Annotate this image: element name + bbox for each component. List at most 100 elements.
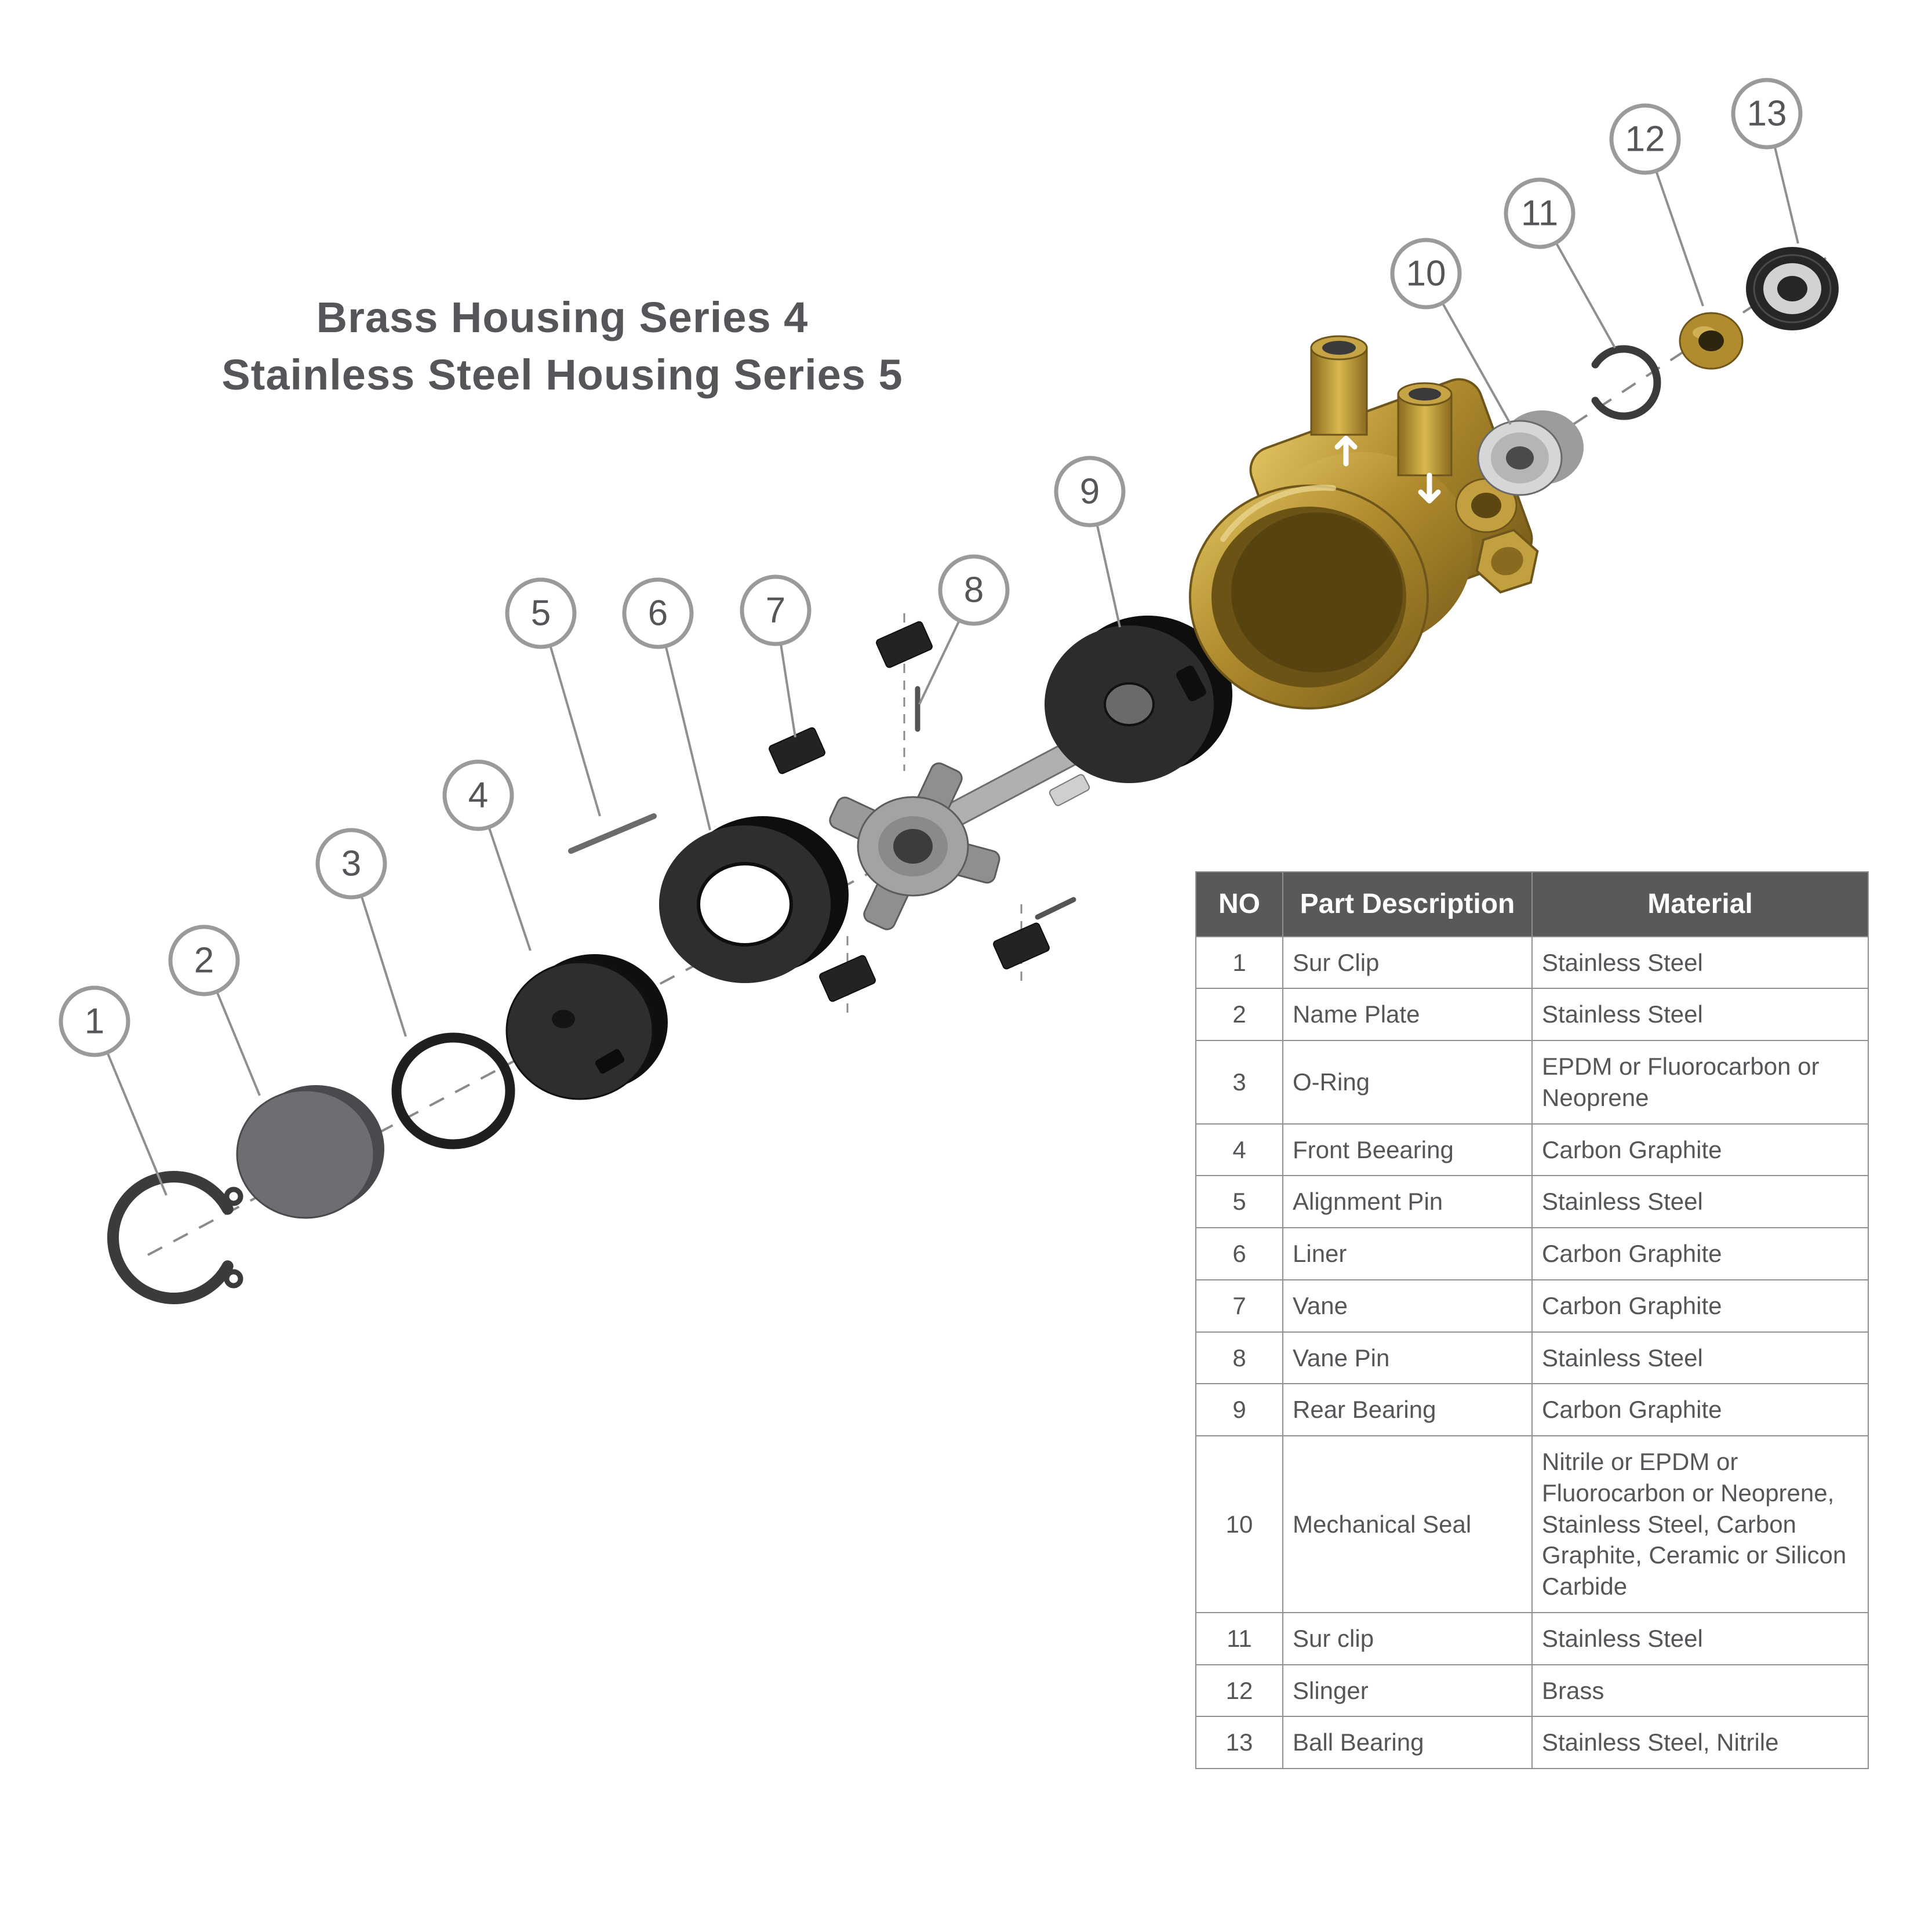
part-material: Carbon Graphite	[1531, 1227, 1869, 1280]
callout-circle	[1054, 456, 1126, 527]
callout-number: 5	[531, 594, 551, 634]
callout-circle	[622, 577, 694, 649]
callout-leader-line	[657, 613, 711, 831]
callout-number: 12	[1625, 119, 1665, 159]
title-line-1: Brass Housing Series 4	[316, 293, 809, 341]
part-description: O-Ring	[1282, 1040, 1533, 1125]
part-liner	[659, 816, 849, 983]
housing-outlet-port	[1397, 382, 1453, 476]
callout-3: 3	[315, 828, 407, 1037]
part-sur-clip-rear	[1591, 345, 1661, 420]
housing-hex-fitting	[1475, 528, 1539, 594]
callout-number: 3	[341, 844, 361, 884]
callout-circle	[1390, 238, 1462, 310]
part-no: 8	[1195, 1331, 1283, 1385]
part-no: 3	[1195, 1040, 1283, 1125]
part-sur-clip-front	[107, 1171, 243, 1304]
part-no: 1	[1195, 936, 1283, 989]
part-front-bearing	[505, 954, 668, 1100]
part-description: Mechanical Seal	[1282, 1435, 1533, 1613]
part-description: Slinger	[1282, 1664, 1533, 1718]
part-material: Stainless Steel	[1531, 1175, 1869, 1229]
part-no: 5	[1195, 1175, 1283, 1229]
callout-number: 1	[85, 1002, 104, 1042]
part-material: Nitrile or EPDM or Fluorocarbon or Neopr…	[1531, 1435, 1869, 1613]
part-rear-bearing	[1045, 616, 1232, 783]
flow-arrow-up-icon	[1334, 435, 1358, 467]
part-material: Stainless Steel	[1531, 988, 1869, 1042]
callout-circle	[1731, 78, 1803, 150]
callout-6: 6	[622, 577, 711, 831]
table-header-no: NO	[1195, 871, 1283, 937]
part-description: Rear Bearing	[1282, 1383, 1533, 1437]
part-no: 7	[1195, 1279, 1283, 1333]
part-ball-bearing	[1746, 247, 1839, 330]
part-no: 4	[1195, 1123, 1283, 1177]
callout-circle	[1609, 103, 1681, 175]
part-material: Stainless Steel	[1531, 1611, 1869, 1665]
part-description: Front Beearing	[1282, 1123, 1533, 1177]
part-alignment-pin	[568, 813, 657, 854]
part-no: 9	[1195, 1383, 1283, 1437]
part-o-ring	[391, 1032, 515, 1149]
part-description: Name Plate	[1282, 988, 1533, 1042]
part-material: Brass	[1531, 1664, 1869, 1718]
part-material: Carbon Graphite	[1531, 1279, 1869, 1333]
part-no: 13	[1195, 1716, 1283, 1770]
callout-5: 5	[505, 577, 601, 817]
part-description: Sur clip	[1282, 1611, 1533, 1665]
part-no: 12	[1195, 1664, 1283, 1718]
callout-number: 6	[648, 594, 668, 634]
part-vane-pins	[915, 686, 1076, 920]
part-description: Sur Clip	[1282, 936, 1533, 989]
part-material: Stainless Steel, Nitrile	[1531, 1716, 1869, 1770]
callout-number: 8	[964, 570, 984, 610]
callout-13: 13	[1731, 78, 1803, 244]
part-description: Vane Pin	[1282, 1331, 1533, 1385]
part-slinger	[1679, 312, 1744, 370]
part-material: Carbon Graphite	[1531, 1123, 1869, 1177]
part-description: Ball Bearing	[1282, 1716, 1533, 1770]
callout-number: 2	[194, 941, 214, 981]
pump-housing	[1189, 335, 1539, 710]
part-no: 10	[1195, 1435, 1283, 1613]
callout-number: 9	[1080, 472, 1100, 512]
part-material: Stainless Steel	[1531, 1331, 1869, 1385]
part-description: Vane	[1282, 1279, 1533, 1333]
callout-12: 12	[1609, 103, 1704, 307]
part-material: EPDM or Fluorocarbon or Neoprene	[1531, 1040, 1869, 1125]
callout-2: 2	[168, 925, 261, 1096]
callout-circle	[1504, 177, 1576, 249]
rotor-shaft-assembly	[829, 741, 1090, 930]
callout-7: 7	[740, 574, 812, 738]
part-no: 2	[1195, 988, 1283, 1042]
callout-8: 8	[918, 554, 1010, 705]
part-description: Liner	[1282, 1227, 1533, 1280]
callout-number: 10	[1406, 254, 1446, 294]
callout-4: 4	[442, 759, 532, 951]
housing-inlet-port	[1310, 335, 1368, 436]
callout-number: 13	[1747, 94, 1787, 134]
callout-1: 1	[59, 985, 168, 1196]
callout-circle	[59, 985, 130, 1057]
callout-10: 10	[1390, 238, 1512, 425]
part-material: Stainless Steel	[1531, 936, 1869, 989]
callout-circle	[315, 828, 387, 900]
callout-number: 4	[468, 776, 488, 816]
